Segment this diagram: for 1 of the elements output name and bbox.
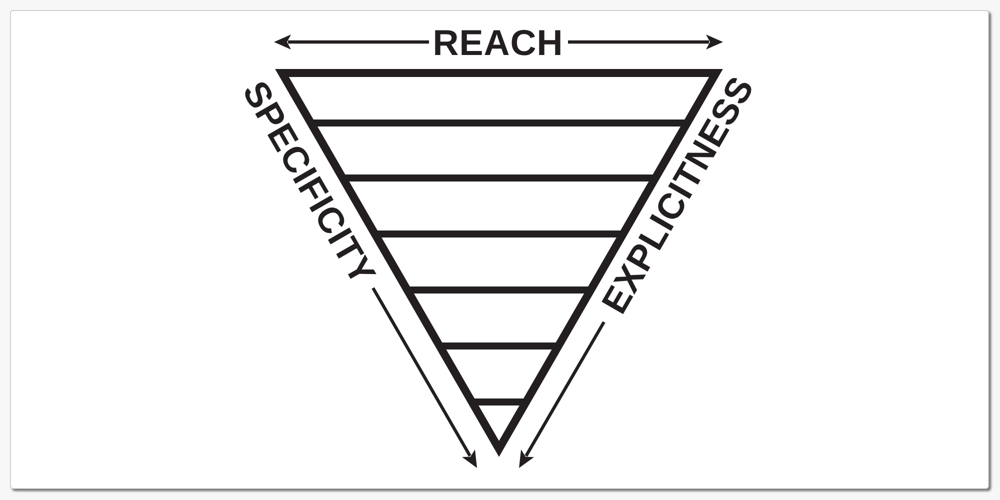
direction-label: REACH xyxy=(432,25,564,61)
